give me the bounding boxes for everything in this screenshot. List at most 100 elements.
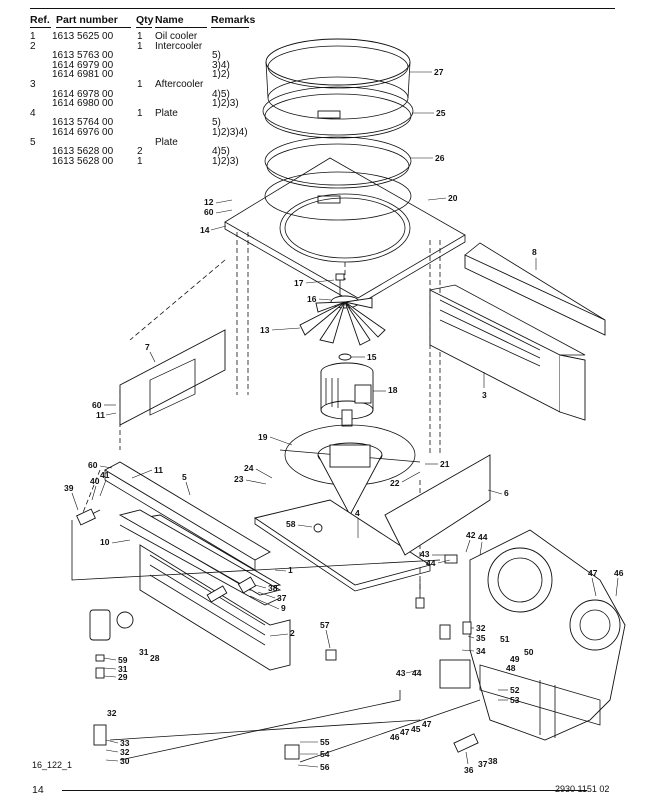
callout-6: 6 <box>504 488 509 498</box>
callout-8: 8 <box>532 247 537 257</box>
callout-31: 31 <box>118 664 128 674</box>
table-cell-ref: 3 <box>30 79 36 90</box>
callout-24: 24 <box>244 463 254 473</box>
table-cell-remarks: 1)2)3) <box>212 155 239 167</box>
table-cell-remarks: 1)2)3)4) <box>212 127 248 138</box>
header-name: Name <box>155 14 184 26</box>
callout-3: 3 <box>482 390 487 400</box>
callout-58: 58 <box>286 519 296 529</box>
callout-47b: 47 <box>400 727 410 737</box>
table-cell-part: 1613 5628 00 <box>52 146 114 158</box>
table-cell-remarks: 5) <box>212 117 221 129</box>
callout-16: 16 <box>307 294 317 304</box>
header-ref: Ref. <box>30 14 50 26</box>
pipe-lines <box>71 520 481 763</box>
callout-33: 33 <box>120 738 130 748</box>
page-number: 14 <box>32 784 44 796</box>
table-cell-name: Oil cooler <box>155 31 198 42</box>
callout-26: 26 <box>435 153 445 163</box>
table-cell-ref: 1 <box>30 31 36 42</box>
bottom-rule <box>62 790 587 791</box>
plate-6 <box>384 454 491 556</box>
callout-25: 25 <box>436 108 446 118</box>
callout-21: 21 <box>440 459 450 469</box>
callout-30: 30 <box>120 756 130 766</box>
callout-43: 43 <box>420 549 430 559</box>
callout-60c: 60 <box>88 460 98 470</box>
underline-ref <box>30 27 51 28</box>
callout-29: 29 <box>118 672 128 682</box>
table-cell-qty: 1 <box>137 155 143 167</box>
motor-18 <box>320 362 374 427</box>
table-cell-name: Aftercooler <box>155 79 204 90</box>
table-cell-qty: 1 <box>137 31 143 42</box>
table-cell-ref: 4 <box>30 107 36 119</box>
callout-57: 57 <box>320 620 330 630</box>
table-cell-remarks: 4)5) <box>212 88 230 100</box>
table-cell-part: 1614 6979 00 <box>52 59 114 71</box>
table-cell-part: 1613 5628 00 <box>52 155 114 167</box>
table-cell-qty: 1 <box>137 40 143 52</box>
callout-54: 54 <box>320 749 330 759</box>
table-cell-remarks: 3)4) <box>212 59 230 71</box>
callout-1: 1 <box>288 565 293 575</box>
table-cell-ref: 5 <box>30 136 36 148</box>
callout-31b: 31 <box>139 647 149 657</box>
callout-2: 2 <box>290 628 295 638</box>
callout-34: 34 <box>476 646 486 656</box>
callout-46: 46 <box>614 568 624 578</box>
callout-41: 41 <box>100 470 110 480</box>
underline-name <box>155 27 207 28</box>
callout-48: 48 <box>506 663 516 673</box>
table-cell-qty: 1 <box>137 107 143 119</box>
ring-25 <box>262 86 414 139</box>
table-cell-name: Plate <box>155 107 178 119</box>
callout-11: 11 <box>96 410 105 420</box>
callout-15: 15 <box>367 352 377 362</box>
table-cell-qty: 1 <box>137 79 143 90</box>
callout-39: 39 <box>64 483 74 493</box>
callout-37: 37 <box>277 593 287 603</box>
header-remarks: Remarks <box>211 14 256 26</box>
table-cell-part: 1613 5625 00 <box>52 31 114 42</box>
callout-51: 51 <box>500 634 510 644</box>
callout-40: 40 <box>90 476 100 486</box>
callout-43b: 43 <box>396 668 406 678</box>
callout-27: 27 <box>434 67 444 77</box>
callout-60b: 60 <box>92 400 102 410</box>
underline-qty <box>136 27 152 28</box>
doc-number: 2930 1151 02 <box>555 784 610 794</box>
callout-47: 47 <box>588 568 598 578</box>
callout-46b: 46 <box>390 732 400 742</box>
callout-47c: 47 <box>422 719 432 729</box>
callout-37b: 37 <box>478 759 488 769</box>
callout-38: 38 <box>268 583 278 593</box>
table-cell-name: Plate <box>155 136 178 148</box>
compressor-block <box>469 529 626 741</box>
table-cell-remarks: 5) <box>212 50 221 62</box>
callout-11b: 11 <box>154 465 163 475</box>
header-qty: Qty <box>136 14 154 26</box>
underline-remarks <box>211 27 249 28</box>
callout-32b: 32 <box>107 708 117 718</box>
callout-44b: 44 <box>426 558 436 568</box>
table-cell-part: 1614 6980 00 <box>52 98 114 110</box>
plate-7 <box>119 329 226 426</box>
callout-17: 17 <box>294 278 304 288</box>
callout-18: 18 <box>388 385 398 395</box>
figure-id: 16_122_1 <box>32 760 73 770</box>
plate-4 <box>253 499 432 592</box>
callout-5: 5 <box>182 472 187 482</box>
ring-26 <box>264 136 412 221</box>
callout-7: 7 <box>145 342 150 352</box>
table-cell-part: 1614 6976 00 <box>52 127 114 138</box>
table-cell-part: 1613 5764 00 <box>52 117 114 129</box>
callout-32c: 32 <box>120 747 130 757</box>
callout-19: 19 <box>258 432 268 442</box>
callout-20: 20 <box>448 193 458 203</box>
callout-10: 10 <box>100 537 110 547</box>
fan-13 <box>299 273 386 361</box>
table-cell-remarks: 1)2) <box>212 69 230 81</box>
valve-parts <box>76 508 479 760</box>
